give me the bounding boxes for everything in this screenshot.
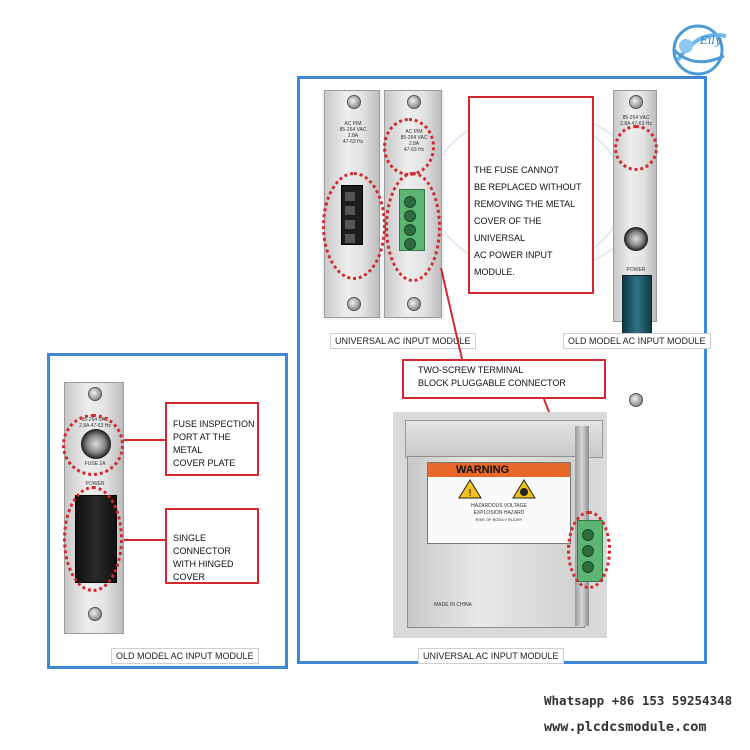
callout-two-screw-terminal: TWO-SCREW TERMINAL BLOCK PLUGGABLE CONNE… [402,359,606,399]
callout-fuse-inspection-port: FUSE INSPECTION PORT AT THE METAL COVER … [165,402,259,476]
warning-label: WARNING ! HAZARDOUS VOLTAGE EXPLOSION HA… [427,462,571,544]
module-rating-label: AC PIM 85-264 VAC 2.8A 47-63 Hz [339,121,367,145]
explosion-triangle-icon [512,479,536,499]
website-contact: www.plcdcsmodule.com [544,719,707,735]
callout-text: TWO-SCREW TERMINAL BLOCK PLUGGABLE CONNE… [418,365,566,388]
enclosure-top-panel [405,420,603,458]
callout-single-connector: SINGLE CONNECTOR WITH HINGED COVER [165,508,259,584]
top-screw-icon [88,387,102,401]
fuse-port-highlight-circle [614,125,658,171]
callout-text: FUSE INSPECTION PORT AT THE METAL COVER … [173,419,255,468]
warning-line-3: RISK OF BODILY INJURY [475,517,523,522]
warning-line-2: EXPLOSION HAZARD [473,510,525,516]
callout-text: THE FUSE CANNOT BE REPLACED WITHOUT REMO… [474,165,582,277]
top-screw-icon [347,95,361,109]
module-rating-label: 85-264 VAC 2.8A 47-63 Hz [620,115,652,127]
top-screw-icon [407,95,421,109]
svg-text:!: ! [468,488,472,499]
made-in-label: MADE IN CHINA [434,602,472,608]
caption-universal-top: UNIVERSAL AC INPUT MODULE [330,333,476,349]
fuse-port-highlight-circle [62,414,124,476]
callout-fuse-cannot-replace: THE FUSE CANNOT BE REPLACED WITHOUT REMO… [468,96,594,294]
connector-highlight-circle-right [385,172,441,282]
bottom-screw-icon [407,297,421,311]
warning-header: WARNING [428,463,570,477]
bottom-screw-icon [347,297,361,311]
caption-universal-bottom: UNIVERSAL AC INPUT MODULE [418,648,564,664]
module-power-label: POWER [85,481,105,487]
logo-text: Eily [700,34,722,47]
connector-highlight-circle-left [322,172,386,280]
bottom-screw-icon [629,393,643,407]
globe-logo-icon [672,24,727,76]
bottom-screw-icon [88,607,102,621]
whatsapp-contact: Whatsapp +86 153 59254348 [544,693,733,708]
top-screw-icon [629,95,643,109]
caption-old-model-bottom: OLD MODEL AC INPUT MODULE [111,648,259,664]
warning-title: WARNING [456,464,510,476]
eily-logo: Eily [664,20,734,78]
module-power-label: POWER [626,267,646,273]
hazard-triangle-icon: ! [458,479,482,499]
fuse-knob-icon [624,227,648,251]
hinged-cover-highlight-circle [63,486,123,592]
caption-old-model-top: OLD MODEL AC INPUT MODULE [563,333,711,349]
pluggable-connector-highlight [567,511,611,589]
warning-line-1: HAZARDOUS VOLTAGE [471,503,527,509]
callout-text: SINGLE CONNECTOR WITH HINGED COVER [173,533,234,582]
old-model-frame [47,353,288,669]
